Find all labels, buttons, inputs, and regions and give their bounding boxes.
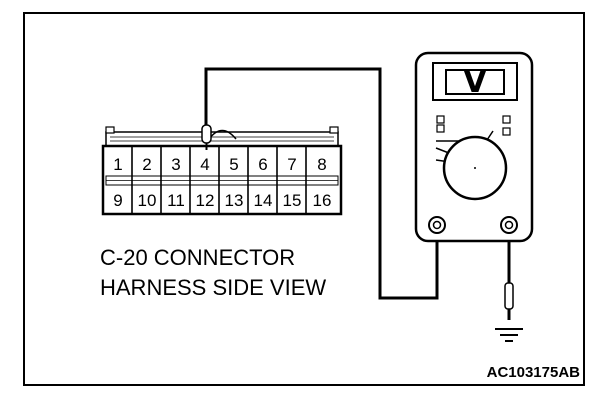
figure-code: AC103175AB <box>487 364 581 381</box>
meter-mode-symbol: V <box>463 65 487 100</box>
pin-label: 5 <box>229 155 238 174</box>
meter-mode-indicator <box>502 115 511 124</box>
meter-terminal-v <box>500 216 518 234</box>
ground-symbol-icon <box>495 328 523 342</box>
connector-label-line1: C-20 CONNECTOR <box>100 245 295 270</box>
pin-label: 12 <box>196 191 215 210</box>
pin-label: 14 <box>254 191 273 210</box>
pin-label: 13 <box>225 191 244 210</box>
meter-mode-indicator <box>502 127 511 136</box>
pin-label: 15 <box>283 191 302 210</box>
ground-probe <box>504 282 514 310</box>
pin-label: 7 <box>287 155 296 174</box>
meter-mode-indicator <box>436 115 445 124</box>
pin-label: 3 <box>171 155 180 174</box>
meter-mode-indicator <box>436 124 445 133</box>
pin-label: 9 <box>113 191 122 210</box>
pin-label: 2 <box>142 155 151 174</box>
c20-connector: 1 2 3 4 5 6 7 8 9 10 11 12 13 14 15 16 <box>101 126 343 216</box>
meter-terminal-com <box>428 216 446 234</box>
pin-label: 4 <box>200 155 209 174</box>
pin-label: 10 <box>138 191 157 210</box>
pin-label: 11 <box>167 191 185 210</box>
pin-label: 8 <box>317 155 326 174</box>
connector-label-line2: HARNESS SIDE VIEW <box>100 275 326 300</box>
figure-border <box>23 12 585 386</box>
connector-middle-band <box>105 175 339 186</box>
connector-dividers <box>131 146 307 214</box>
pin-label: 6 <box>258 155 267 174</box>
voltmeter: V <box>414 51 534 243</box>
pin-label: 1 <box>113 155 122 174</box>
pin-label: 16 <box>313 191 332 210</box>
